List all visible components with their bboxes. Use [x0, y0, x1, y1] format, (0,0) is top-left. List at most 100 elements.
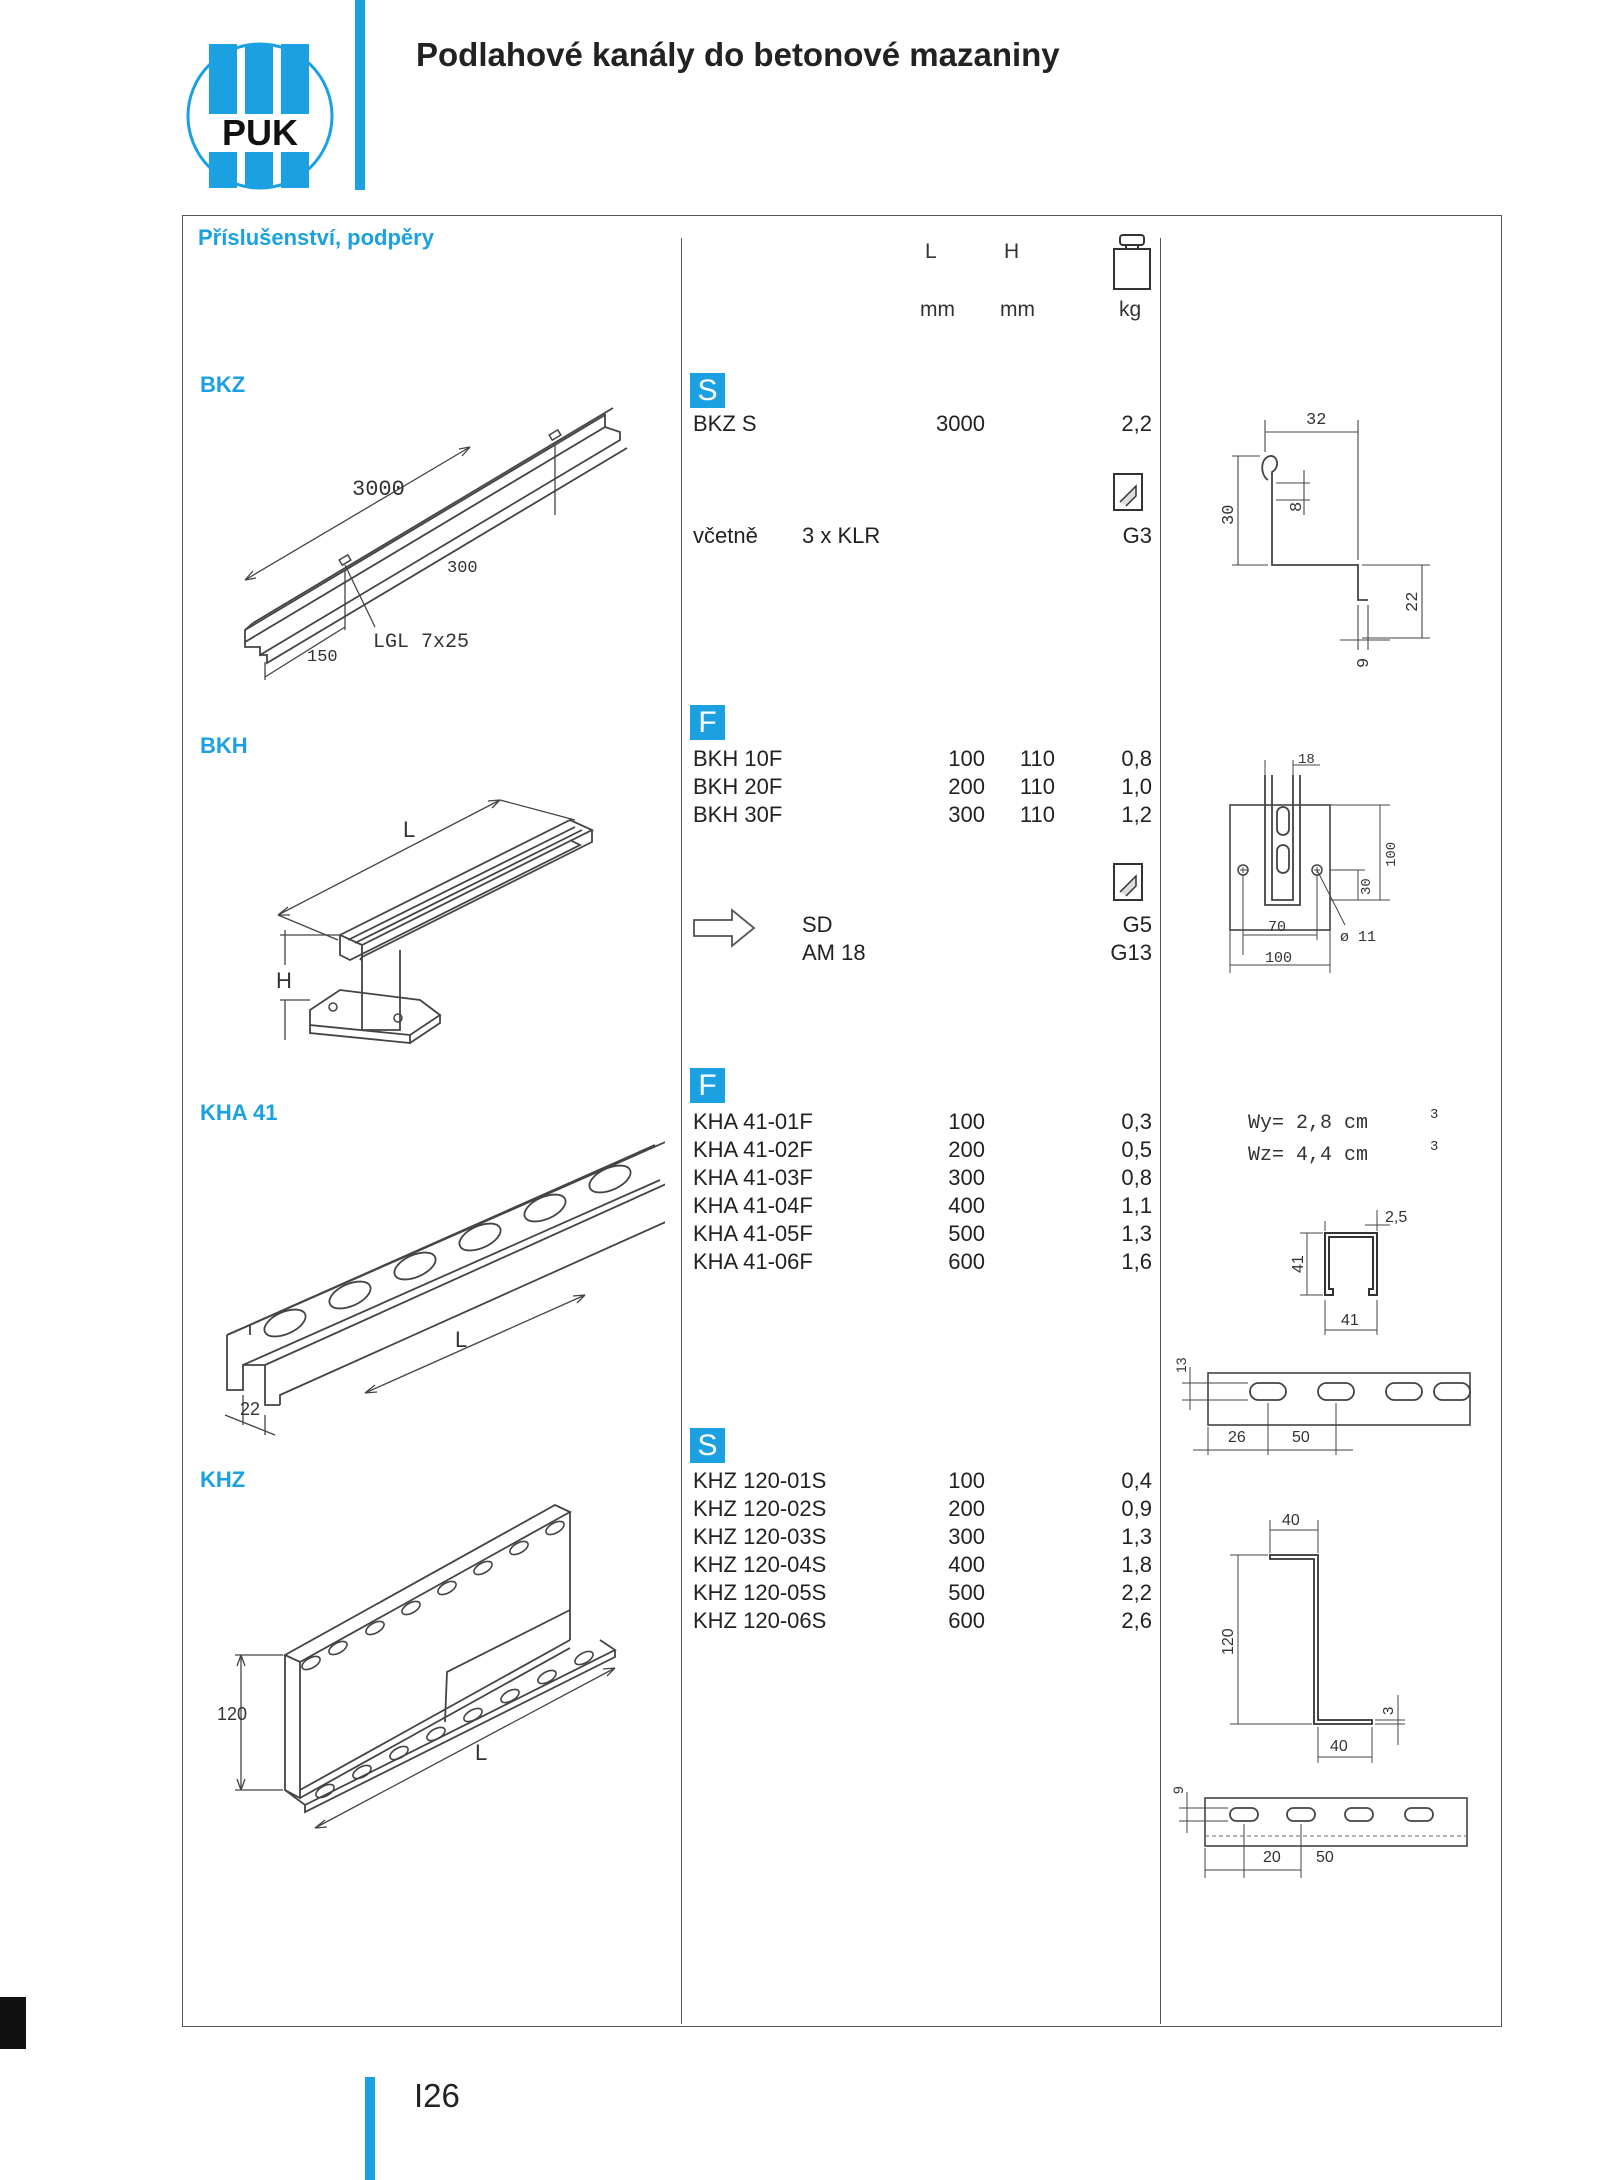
section-height: 30 — [1220, 505, 1239, 525]
section-flange: 9 — [1355, 658, 1374, 668]
section-height: 100 — [1384, 842, 1400, 867]
section-title: Příslušenství, podpěry — [198, 225, 434, 250]
list-item-name: KHA 41-03F — [693, 1165, 813, 1190]
kha-section-properties: Wy= 2,8 cm 3 Wz= 4,4 cm 3 — [1248, 1107, 1438, 1167]
including-label: včetně — [693, 523, 758, 548]
unit-H: mm — [1000, 298, 1035, 321]
slot-pitch: 50 — [1292, 1429, 1310, 1446]
list-item-length: 400 — [948, 1193, 985, 1218]
list-item-weight: 2,2 — [1121, 411, 1152, 436]
list-item-weight: 0,5 — [1121, 1137, 1152, 1162]
list-item-height: 110 — [1019, 746, 1055, 771]
section-bottom: 40 — [1330, 1738, 1348, 1755]
list-item-length: 600 — [948, 1249, 985, 1274]
page-title: Podlahové kanály do betonové mazaniny — [416, 36, 1060, 73]
list-item-length: 600 — [948, 1608, 985, 1633]
see-also-item: AM 18 — [802, 940, 866, 965]
product-label-bkz: BKZ — [200, 372, 246, 397]
puk-logo: PUK — [186, 42, 334, 190]
khz-drawing: 120 L — [217, 1503, 617, 1829]
list-item-name: BKH 30F — [693, 802, 783, 827]
including-item: 3 x KLR — [802, 523, 881, 548]
ref-code: G13 — [1110, 940, 1152, 965]
list-item-name: KHZ 120-01S — [693, 1468, 827, 1493]
badge-bkh: F — [690, 705, 725, 740]
list-item-length: 200 — [948, 1496, 985, 1521]
badge-bkz: S — [690, 373, 725, 408]
list-item-weight: 1,6 — [1121, 1249, 1152, 1274]
weight-icon — [1113, 234, 1151, 290]
list-item-weight: 0,8 — [1121, 746, 1152, 771]
list-item-length: 3000 — [936, 411, 985, 436]
list-item-length: 300 — [948, 1165, 985, 1190]
column-divider — [681, 238, 682, 2024]
slot-height: 9 — [1170, 1786, 1186, 1794]
unit-L: mm — [920, 298, 955, 321]
list-item-length: 100 — [948, 1468, 985, 1493]
dim-length-label: L — [455, 1327, 467, 1352]
section-modulus-wy: Wy= 2,8 cm — [1248, 1112, 1368, 1135]
bkz-drawing: 3000 300 150 LGL 7x25 — [244, 407, 628, 680]
section-width: 100 — [1265, 950, 1292, 967]
list-item-name: KHZ 120-05S — [693, 1580, 827, 1605]
dim-slot: 22 — [240, 1399, 260, 1419]
khz-slot-pattern: 9 20 50 — [1170, 1786, 1468, 1878]
product-label-khz: KHZ — [200, 1467, 246, 1492]
col-header-L: L — [925, 240, 937, 263]
list-item-weight: 0,4 — [1121, 1468, 1152, 1493]
list-item-weight: 1,3 — [1121, 1221, 1152, 1246]
dim-end: 150 — [307, 648, 338, 667]
section-height: 120 — [1220, 1628, 1237, 1655]
exponent: 3 — [1430, 1139, 1438, 1155]
list-item-weight: 1,8 — [1121, 1552, 1152, 1577]
dim-pitch: 300 — [447, 559, 478, 578]
list-item-name: BKH 20F — [693, 774, 783, 799]
edge-tab-marker — [0, 1997, 26, 2049]
list-item-length: 400 — [948, 1552, 985, 1577]
list-item-name: KHA 41-04F — [693, 1193, 813, 1218]
section-height: 41 — [1290, 1255, 1307, 1273]
kha-slot-pattern: 13 26 50 — [1173, 1357, 1471, 1455]
slot-first: 26 — [1228, 1429, 1246, 1446]
list-item-weight: 0,9 — [1121, 1496, 1152, 1521]
section-thickness: 3 — [1380, 1707, 1397, 1715]
list-item-length: 500 — [948, 1221, 985, 1246]
list-item-weight: 0,8 — [1121, 1165, 1152, 1190]
slot-first: 20 — [1263, 1849, 1281, 1866]
column-divider — [1160, 238, 1161, 2024]
section-width-inner: 70 — [1268, 919, 1286, 936]
list-item-name: KHZ 120-03S — [693, 1524, 827, 1549]
list-item-name: KHZ 120-06S — [693, 1608, 827, 1633]
list-item-length: 500 — [948, 1580, 985, 1605]
section-width: 32 — [1306, 411, 1326, 430]
product-label-bkh: BKH — [200, 733, 248, 758]
col-header-H: H — [1004, 240, 1020, 263]
list-item-length: 100 — [948, 1109, 985, 1134]
ref-code: G5 — [1122, 912, 1152, 937]
list-item-height: 110 — [1019, 774, 1055, 799]
list-item-name: BKH 10F — [693, 746, 783, 771]
content-frame — [182, 215, 1502, 2027]
page-number: I26 — [414, 2077, 460, 2114]
kha-profile-drawing: 2,5 41 41 — [1290, 1209, 1407, 1335]
list-item-length: 200 — [948, 774, 985, 799]
list-item-length: 300 — [948, 802, 985, 827]
see-also-arrow-icon — [693, 908, 756, 948]
dim-length: 3000 — [352, 477, 405, 502]
section-hole-offset: 30 — [1359, 878, 1375, 895]
dim-height: 120 — [217, 1704, 247, 1724]
list-item-height: 110 — [1019, 802, 1055, 827]
section-modulus-wz: Wz= 4,4 cm — [1248, 1144, 1368, 1167]
list-item-name: KHA 41-06F — [693, 1249, 813, 1274]
slot-pitch: 50 — [1316, 1849, 1334, 1866]
dim-slot: LGL 7x25 — [373, 631, 469, 654]
list-item-name: KHZ 120-02S — [693, 1496, 827, 1521]
dim-length-label: L — [403, 817, 415, 842]
bkz-section-drawing: 32 30 8 22 9 — [1220, 411, 1430, 668]
badge-khz: S — [690, 1428, 725, 1463]
slot-height: 13 — [1173, 1357, 1189, 1373]
section-slot: 18 — [1298, 752, 1315, 768]
product-label-kha: KHA 41 — [200, 1100, 278, 1125]
list-item-weight: 1,1 — [1121, 1193, 1152, 1218]
list-item-weight: 0,3 — [1121, 1109, 1152, 1134]
